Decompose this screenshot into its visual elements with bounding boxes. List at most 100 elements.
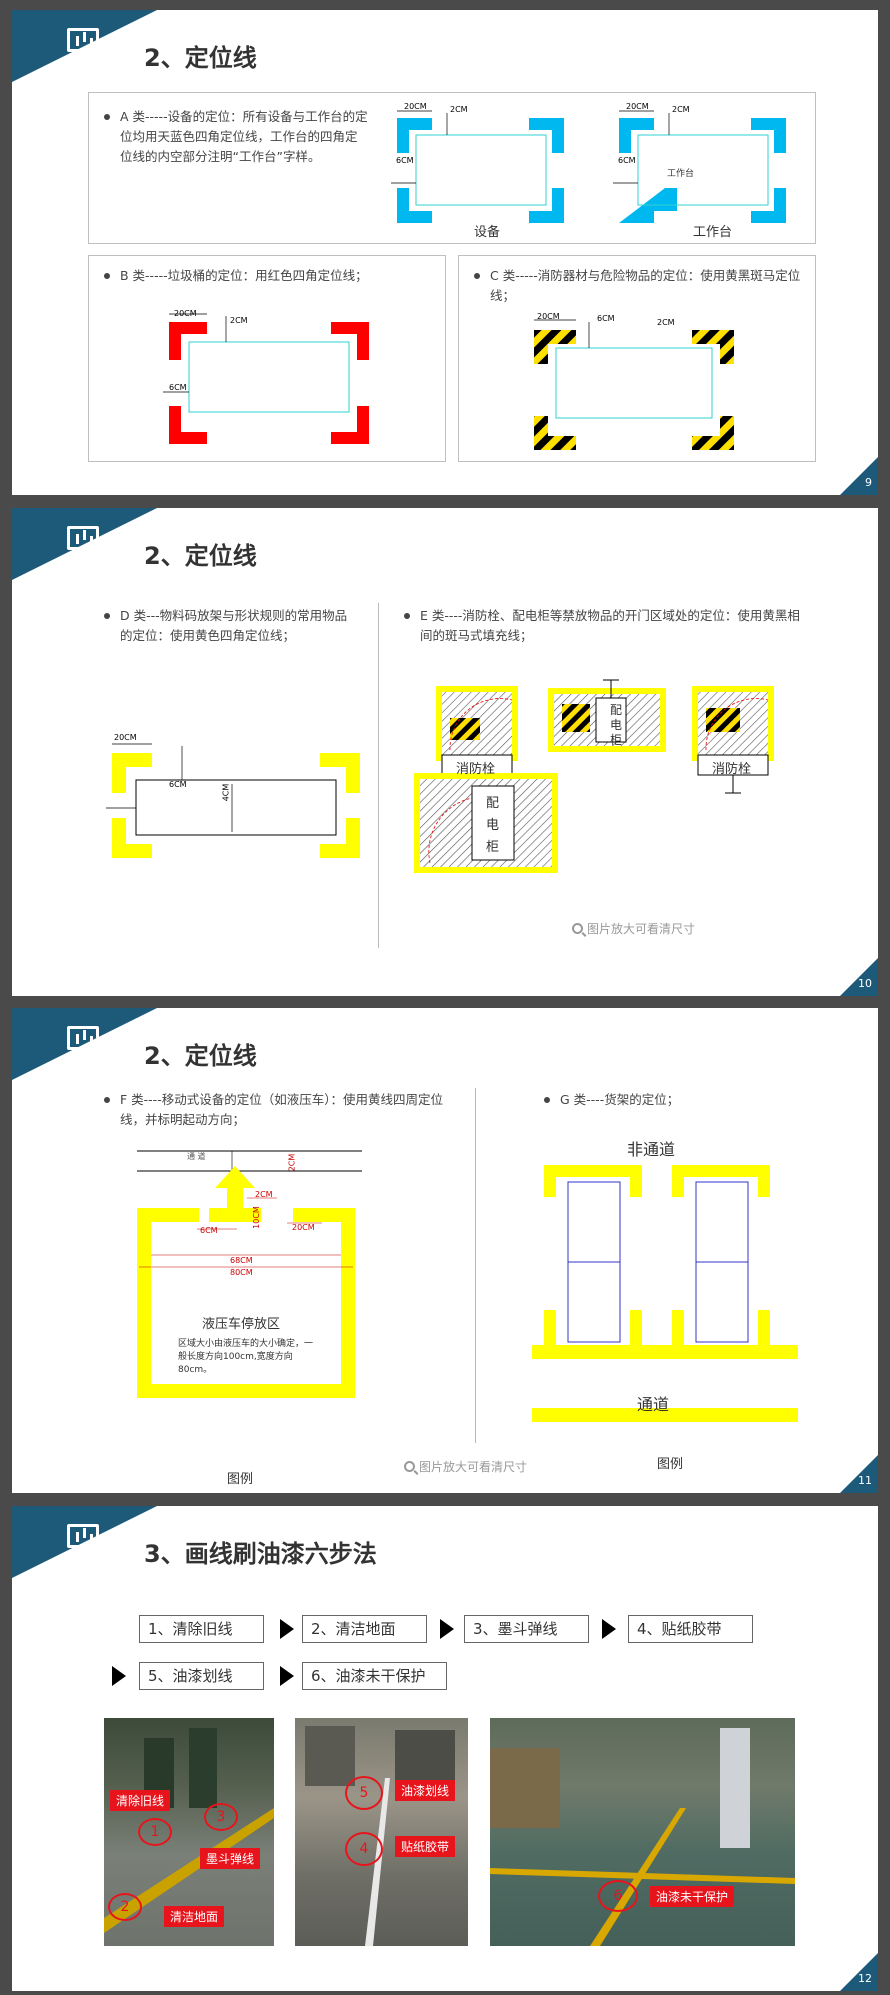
- circle-6: 6: [598, 1880, 638, 1912]
- class-c-text: C 类-----消防器材与危险物品的定位：使用黄黑斑马定位线；: [474, 266, 804, 306]
- step-5: 5、油漆划线: [139, 1662, 264, 1690]
- corner-banner: [12, 1506, 157, 1578]
- step-2: 2、清洁地面: [302, 1615, 427, 1643]
- corner-banner: [12, 10, 157, 82]
- photo-tape-and-paint: 5 油漆划线 4 贴纸胶带: [295, 1718, 468, 1946]
- photo-remove-old-line: 清除旧线 1 3 墨斗弹线 2 清洁地面: [104, 1718, 274, 1946]
- page-number-corner: [840, 1953, 878, 1991]
- label-workbench: 工作台: [693, 225, 733, 240]
- zoom-hint-text: 图片放大可看清尺寸: [419, 1460, 528, 1474]
- fire-equipment-locating-diagram: [534, 319, 734, 450]
- magnifier-icon: [404, 1461, 415, 1472]
- class-c-box: C 类-----消防器材与危险物品的定位：使用黄黑斑马定位线； 20CM 6CM…: [458, 255, 816, 462]
- arrow-icon: [280, 1666, 294, 1686]
- g-caption: 图例: [657, 1457, 684, 1472]
- non-aisle-label: 非通道: [627, 1140, 676, 1159]
- dim-2cm-f2: 2CM: [255, 1190, 273, 1199]
- presentation-icon: [67, 28, 99, 58]
- tag-remove-old-line: 清除旧线: [110, 1790, 171, 1811]
- dim-6cm-f: 6CM: [200, 1226, 218, 1235]
- divider: [378, 603, 379, 948]
- dim-20cm-d: 20CM: [537, 312, 560, 321]
- arrow-icon: [440, 1619, 454, 1639]
- page-number-corner: [840, 1455, 878, 1493]
- dim-20cm-c: 20CM: [174, 309, 197, 318]
- class-a-box: A 类-----设备的定位：所有设备与工作台的定位均用天蓝色四角定位线，工作台的…: [88, 92, 816, 244]
- dim-20cm: 20CM: [114, 733, 137, 742]
- slide-9: 2、定位线 A 类-----设备的定位：所有设备与工作台的定位均用天蓝色四角定位…: [12, 10, 878, 495]
- corner-banner: [12, 1008, 157, 1080]
- step-4: 4、贴纸胶带: [628, 1615, 753, 1643]
- dim-6cm: 6CM: [396, 156, 414, 165]
- dim-10cm-f: 10CM: [251, 1206, 261, 1229]
- equipment-locating-diagram: [391, 110, 786, 223]
- page-number-corner: [840, 958, 878, 996]
- step-3: 3、墨斗弹线: [464, 1615, 589, 1643]
- circle-3: 3: [204, 1803, 238, 1831]
- dim-6cm-c: 6CM: [169, 383, 187, 392]
- dim-6cm-d: 6CM: [597, 314, 615, 323]
- step-1: 1、清除旧线: [139, 1615, 264, 1643]
- presentation-icon: [67, 1524, 99, 1554]
- page-number-corner: [840, 457, 878, 495]
- dim-road: 通 道: [187, 1152, 206, 1161]
- presentation-icon: [67, 1026, 99, 1056]
- dim-20cm-b: 20CM: [626, 102, 649, 111]
- forklift-area-desc: 区域大小由液压车的大小确定，一般长度方向100cm,宽度方向80cm。: [178, 1339, 314, 1375]
- zoom-hint-text: 图片放大可看清尺寸: [587, 922, 696, 936]
- aisle-label: 通道: [637, 1395, 670, 1414]
- page-number: 10: [858, 977, 872, 990]
- slide-10: 2、定位线 D 类---物料码放架与形状规则的常用物品的定位：使用黄色四角定位线…: [12, 508, 878, 996]
- class-a-text: A 类-----设备的定位：所有设备与工作台的定位均用天蓝色四角定位线，工作台的…: [104, 107, 369, 167]
- dim-20cm: 20CM: [404, 102, 427, 111]
- floor-tape: [305, 1726, 455, 1946]
- dim-20cm-f: 20CM: [292, 1223, 315, 1232]
- shelf-locating-diagram: [106, 743, 360, 858]
- floor-yellow-lines: [490, 1728, 795, 1946]
- class-b-box: B 类-----垃圾桶的定位：用红色四角定位线； 20CM 2CM 6CM: [88, 255, 446, 462]
- class-g-text: G 类----货架的定位；: [544, 1090, 794, 1110]
- forklift-area-title: 液压车停放区: [202, 1317, 281, 1332]
- divider: [475, 1088, 476, 1443]
- arrow-icon: [602, 1619, 616, 1639]
- label-equipment: 设备: [474, 225, 501, 240]
- hydrant-label-1: 消防栓: [456, 762, 496, 777]
- arrow-icon: [280, 1619, 294, 1639]
- cabinet-label-1: 配电柜: [610, 703, 623, 747]
- workbench-inner-label: 工作台: [667, 169, 695, 179]
- class-d-text: D 类---物料码放架与形状规则的常用物品的定位：使用黄色四角定位线；: [104, 606, 349, 646]
- dim-4cm: 4CM: [221, 783, 231, 802]
- trash-can-locating-diagram: [163, 313, 369, 444]
- circle-4: 4: [345, 1832, 383, 1866]
- page-number: 9: [865, 476, 872, 489]
- dim-2cm-f: 2CM: [287, 1153, 297, 1172]
- forklift-parking-diagram: [137, 1150, 362, 1398]
- presentation-icon: [67, 526, 99, 556]
- page-number: 11: [858, 1474, 872, 1487]
- slide-title: 2、定位线: [144, 44, 257, 72]
- slide-title: 3、画线刷油漆六步法: [144, 1540, 377, 1568]
- magnifier-icon: [572, 923, 583, 934]
- tag-clean-floor: 清洁地面: [164, 1906, 225, 1927]
- tag-chalk-line: 墨斗弹线: [200, 1848, 261, 1869]
- photo-wet-paint-protection: 6 油漆未干保护: [490, 1718, 795, 1946]
- hydrant-label-2: 消防栓: [712, 762, 752, 777]
- dim-2cm-d: 2CM: [657, 318, 675, 327]
- zoom-hint: 图片放大可看清尺寸: [572, 920, 695, 937]
- circle-1: 1: [138, 1818, 172, 1846]
- page-number: 12: [858, 1972, 872, 1985]
- shelf-aisle-diagram: [532, 1165, 798, 1422]
- dim-80cm-f: 80CM: [230, 1268, 253, 1277]
- dim-2cm: 2CM: [450, 105, 468, 114]
- door-area-diagram: [414, 679, 774, 873]
- f-caption: 图例: [227, 1472, 254, 1487]
- slide-12: 3、画线刷油漆六步法 1、清除旧线 2、清洁地面 3、墨斗弹线 4、贴纸胶带 5…: [12, 1506, 878, 1991]
- dim-6cm-b: 6CM: [618, 156, 636, 165]
- slide-title: 2、定位线: [144, 542, 257, 570]
- cabinet-label-2: 配电柜: [486, 796, 500, 855]
- slide-title: 2、定位线: [144, 1042, 257, 1070]
- slide-11: 2、定位线 F 类----移动式设备的定位（如液压车）：使用黄线四周定位线，并标…: [12, 1008, 878, 1493]
- dim-68cm-f: 68CM: [230, 1256, 253, 1265]
- tag-paper-tape: 贴纸胶带: [395, 1836, 456, 1857]
- tag-paint-line: 油漆划线: [395, 1780, 456, 1801]
